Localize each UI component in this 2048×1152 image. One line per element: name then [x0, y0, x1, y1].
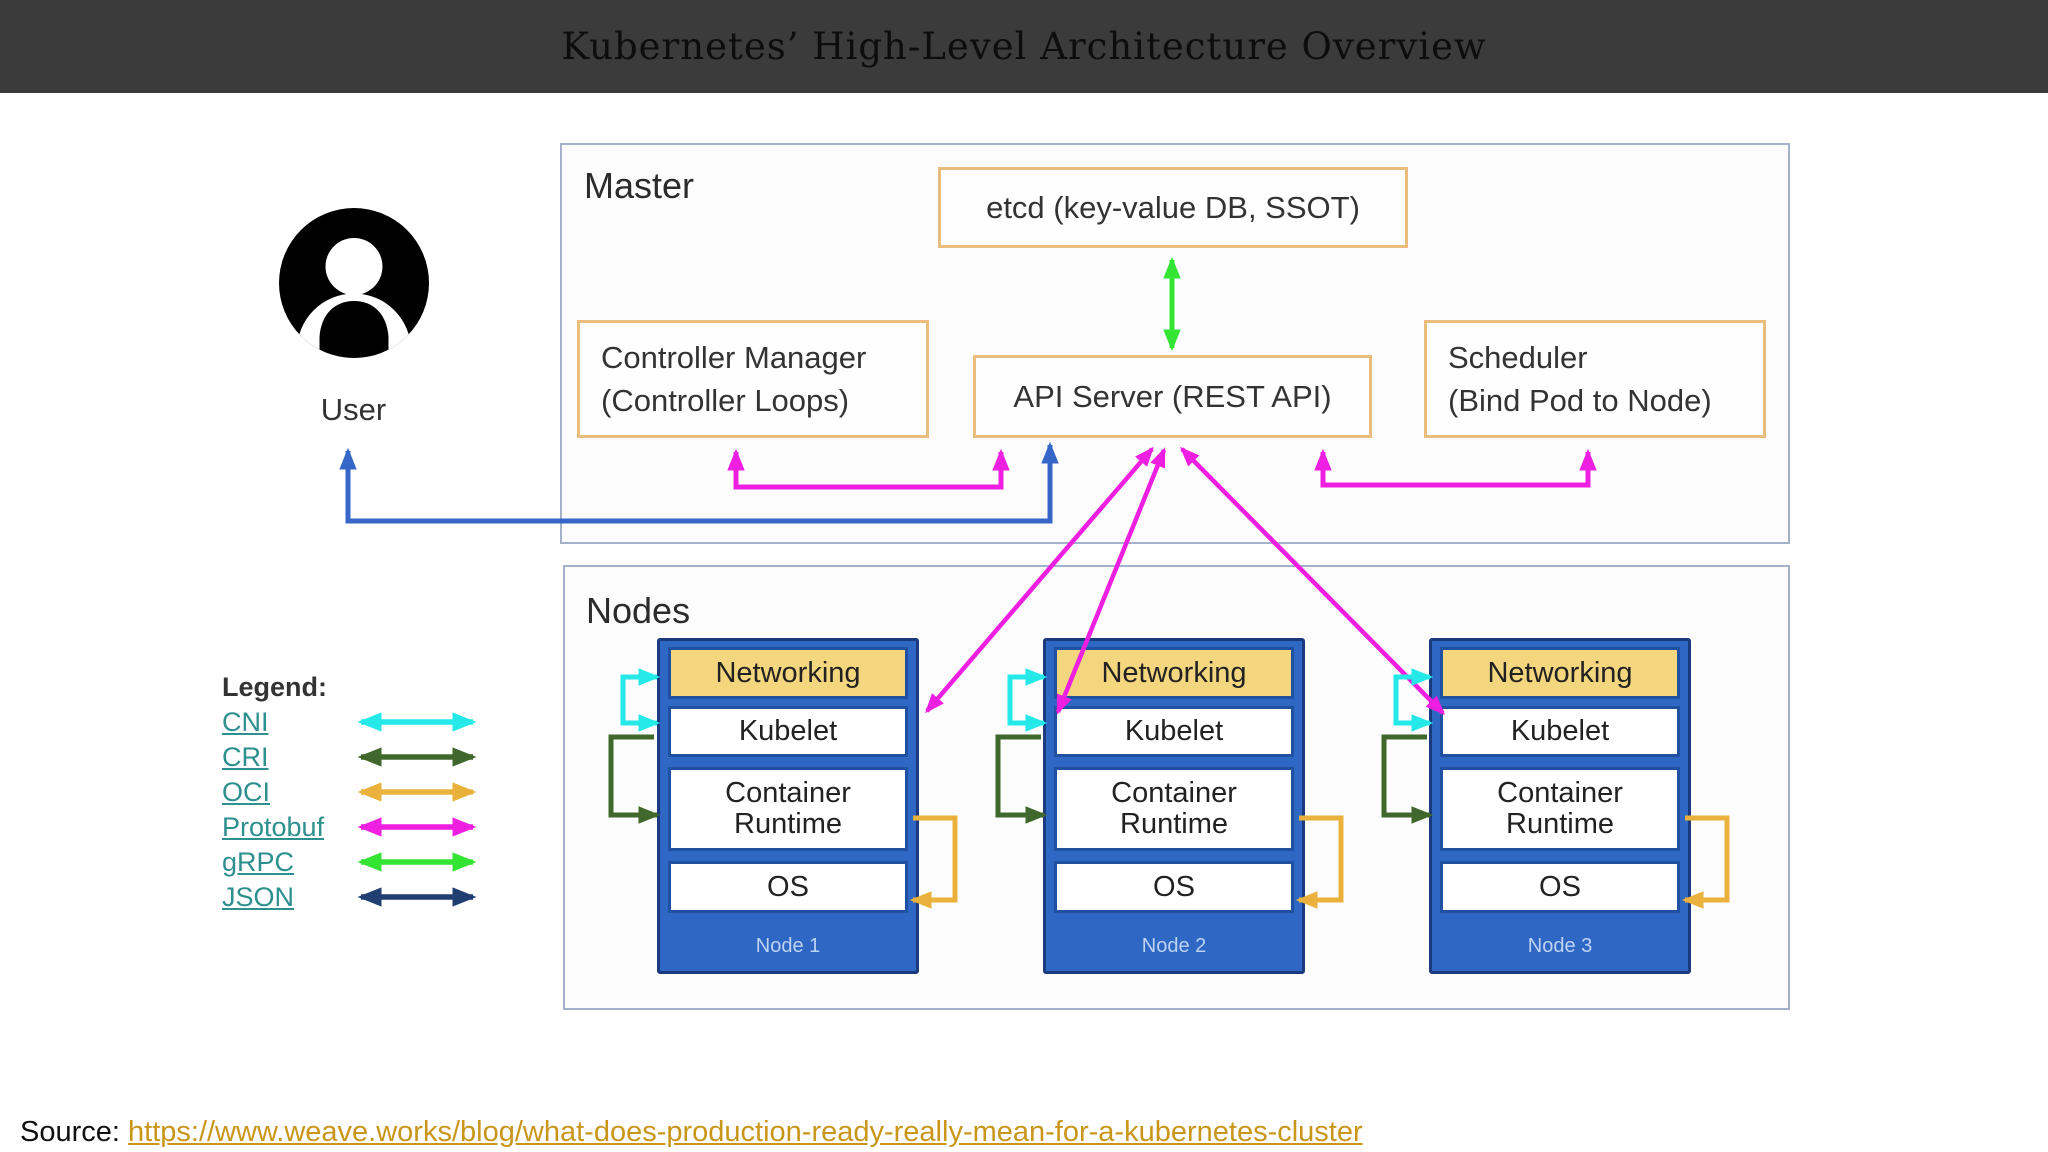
etcd-label: etcd (key-value DB, SSOT) — [986, 190, 1360, 225]
user-label: User — [320, 392, 387, 427]
legend-arrow-cri — [357, 747, 477, 767]
legend-item-oci: OCI — [222, 777, 270, 807]
user-icon — [278, 208, 429, 358]
nodes-section-label: Nodes — [586, 590, 691, 631]
controller-manager-label-line1: Controller Manager — [601, 340, 867, 375]
legend-arrow-grpc — [357, 852, 477, 872]
node2-kubelet-label: Kubelet — [1124, 715, 1224, 747]
node3-os-box: OS — [1440, 861, 1680, 913]
controller-manager-label-line2: (Controller Loops) — [601, 383, 850, 418]
legend-item-grpc: gRPC — [222, 847, 294, 877]
scheduler-label-line1: Scheduler — [1448, 340, 1588, 375]
node3-kubelet-label: Kubelet — [1510, 715, 1610, 747]
node2-os-box: OS — [1054, 861, 1294, 913]
master-section-label: Master — [584, 165, 695, 206]
api-server-box: API Server (REST API) — [973, 355, 1372, 438]
legend-arrow-cni — [357, 712, 477, 732]
node1-kubelet-box: Kubelet — [668, 706, 908, 757]
node1-name: Node 1 — [755, 935, 821, 957]
legend-arrow-protobuf — [357, 817, 477, 837]
node3-name: Node 3 — [1527, 935, 1593, 957]
user-figure: User — [272, 208, 435, 428]
controller-manager-box: Controller Manager (Controller Loops) — [577, 320, 929, 438]
node-1: Networking Kubelet Container Runtime OS … — [657, 638, 919, 974]
legend-link-cri[interactable]: CRI — [222, 742, 269, 772]
node1-container-runtime-label: Container Runtime — [725, 777, 851, 840]
node2-container-runtime-label: Container Runtime — [1111, 777, 1237, 840]
title-bar: Kubernetes’ High-Level Architecture Over… — [0, 0, 2048, 93]
legend-arrow-json — [357, 887, 477, 907]
legend-link-grpc[interactable]: gRPC — [222, 847, 295, 877]
legend-item-protobuf: Protobuf — [222, 812, 324, 842]
scheduler-label-line2: (Bind Pod to Node) — [1448, 383, 1712, 418]
node1-os-box: OS — [668, 861, 908, 913]
node3-networking-box: Networking — [1440, 647, 1680, 699]
source-line: Source: https://www.weave.works/blog/wha… — [20, 1116, 1363, 1149]
page-title: Kubernetes’ High-Level Architecture Over… — [561, 25, 1487, 68]
node3-os-label: OS — [1539, 870, 1581, 903]
node-3: Networking Kubelet Container Runtime OS … — [1429, 638, 1691, 974]
node2-networking-label: Networking — [1101, 656, 1247, 689]
etcd-box: etcd (key-value DB, SSOT) — [938, 167, 1408, 248]
node1-container-runtime-box: Container Runtime — [668, 767, 908, 851]
node2-networking-box: Networking — [1054, 647, 1294, 699]
node3-networking-label: Networking — [1487, 656, 1633, 689]
node3-kubelet-box: Kubelet — [1440, 706, 1680, 757]
node2-name: Node 2 — [1141, 935, 1207, 957]
source-link[interactable]: https://www.weave.works/blog/what-does-p… — [128, 1116, 1363, 1148]
legend-heading: Legend: — [222, 672, 327, 702]
legend-item-cni: CNI — [222, 707, 269, 737]
legend-link-protobuf[interactable]: Protobuf — [222, 812, 325, 842]
node1-networking-box: Networking — [668, 647, 908, 699]
source-prefix: Source: — [20, 1116, 120, 1148]
legend-link-oci[interactable]: OCI — [222, 777, 271, 807]
legend-link-json[interactable]: JSON — [222, 882, 295, 912]
scheduler-box: Scheduler (Bind Pod to Node) — [1424, 320, 1766, 438]
node2-os-label: OS — [1153, 870, 1195, 903]
node1-os-label: OS — [767, 870, 809, 903]
legend-item-json: JSON — [222, 882, 294, 912]
legend-link-cni[interactable]: CNI — [222, 707, 269, 737]
node1-networking-label: Networking — [715, 656, 861, 689]
node2-container-runtime-box: Container Runtime — [1054, 767, 1294, 851]
node3-container-runtime-label: Container Runtime — [1497, 777, 1623, 840]
api-server-label: API Server (REST API) — [1013, 379, 1332, 414]
node1-kubelet-label: Kubelet — [738, 715, 838, 747]
legend-item-cri: CRI — [222, 742, 269, 772]
node3-container-runtime-box: Container Runtime — [1440, 767, 1680, 851]
node2-kubelet-box: Kubelet — [1054, 706, 1294, 757]
node-2: Networking Kubelet Container Runtime OS … — [1043, 638, 1305, 974]
legend-arrow-oci — [357, 782, 477, 802]
